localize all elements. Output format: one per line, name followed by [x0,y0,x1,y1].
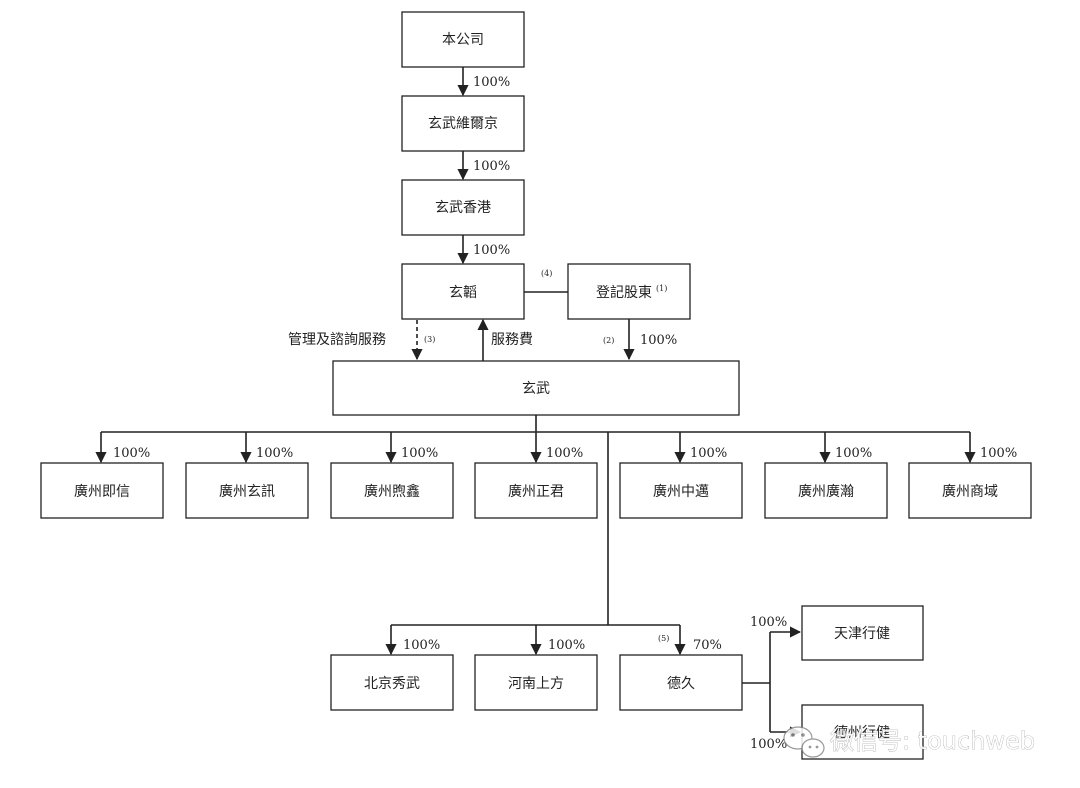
pct-tj: 100% [750,615,787,630]
pct-shareholders-opco: 100% [640,333,677,348]
svg-text:廣州中邁: 廣州中邁 [653,483,709,500]
node-bj: 北京秀武 [330,654,454,711]
pct-gz5: 100% [690,446,727,461]
node-vine-bvi: 玄武維爾京 [401,95,525,152]
svg-text:本公司: 本公司 [442,32,484,48]
node-shareholders: 登記股東 (1) [567,263,691,320]
pct-hk-wfoe: 100% [473,243,510,258]
node-wfoe: 玄韜 [401,263,525,320]
node-gz4: 廣州正君 [474,462,598,519]
pct-hn: 100% [548,638,585,653]
note-shareholders-mark: (1) [656,284,667,293]
label-mgmt-services: 管理及諮詢服務 [288,331,386,348]
pct-bj: 100% [403,638,440,653]
node-hk: 玄武香港 [401,179,525,236]
svg-text:玄武: 玄武 [522,380,550,397]
node-gz5: 廣州中邁 [619,462,743,519]
svg-text:廣州廣瀚: 廣州廣瀚 [798,483,854,500]
svg-text:廣州即信: 廣州即信 [74,483,130,500]
node-gz7: 廣州商域 [908,462,1032,519]
watermark-text: 微信号: touchweb [830,727,1035,755]
pct-bottom-right: 100% [750,737,787,752]
pct-gz4: 100% [546,446,583,461]
node-gz6: 廣州廣瀚 [764,462,888,519]
pct-gz7: 100% [980,446,1017,461]
svg-text:登記股東: 登記股東 [596,284,652,301]
pct-bvi-hk: 100% [473,159,510,174]
node-gz3: 廣州煦鑫 [330,462,454,519]
node-hn: 河南上方 [474,654,598,711]
svg-text:天津行健: 天津行健 [834,626,890,642]
svg-text:河南上方: 河南上方 [508,676,564,692]
svg-text:玄韜: 玄韜 [449,284,477,301]
pct-company-bvi: 100% [473,75,510,90]
svg-text:廣州商域: 廣州商域 [942,483,998,500]
svg-text:廣州正君: 廣州正君 [508,483,564,500]
node-company: 本公司 [401,11,525,68]
svg-text:廣州玄訊: 廣州玄訊 [219,483,275,500]
note-mgmt: (3) [424,335,435,344]
note-dj: (5) [658,634,669,643]
svg-text:北京秀武: 北京秀武 [364,676,420,692]
node-gz1: 廣州即信 [40,462,164,519]
label-service-fee: 服務費 [491,332,533,348]
svg-text:廣州煦鑫: 廣州煦鑫 [364,483,420,500]
watermark: 微信号: touchweb [783,726,1035,758]
pct-dj: 70% [693,638,722,653]
svg-text:德久: 德久 [667,676,695,692]
wechat-logo-icon [783,726,825,758]
svg-text:玄武維爾京: 玄武維爾京 [428,115,498,132]
node-tj: 天津行健 [801,605,924,661]
note-shareholders-link: (2) [603,336,614,345]
pct-gz3: 100% [401,446,438,461]
pct-gz6: 100% [835,446,872,461]
node-gz2: 廣州玄訊 [185,462,309,519]
svg-text:德州行健: 德州行健 [834,725,890,741]
node-dj: 德久 [619,654,743,711]
pct-gz2: 100% [256,446,293,461]
note-wfoe-link: (4) [541,269,552,278]
node-opco: 玄武 [332,360,740,416]
svg-text:玄武香港: 玄武香港 [435,199,491,216]
pct-gz1: 100% [113,446,150,461]
